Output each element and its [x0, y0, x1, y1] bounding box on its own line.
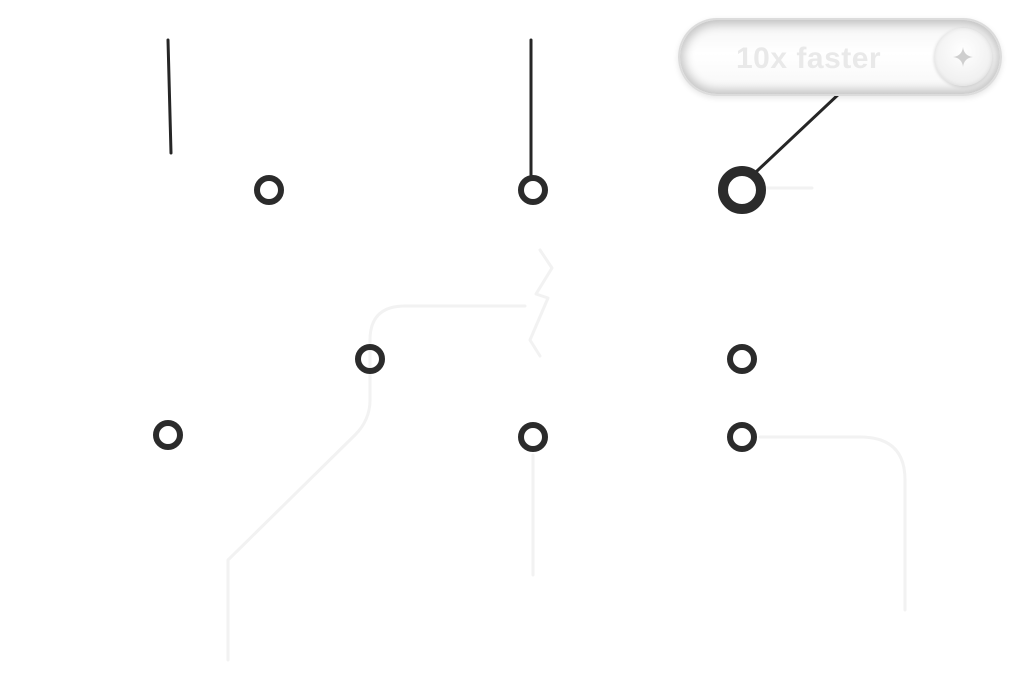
node-top-left	[254, 175, 284, 205]
node-bottom-center	[518, 422, 548, 452]
node-bottom-right	[727, 422, 757, 452]
trace-left-vertical	[166, 38, 173, 155]
faint-traces	[226, 186, 907, 662]
node-top-center	[518, 175, 548, 205]
faint-trace-bolt	[528, 248, 554, 358]
node-top-right-large	[718, 166, 766, 214]
node-bottom-left	[153, 420, 183, 450]
sparkle-icon	[934, 28, 992, 86]
node-middle-left	[355, 344, 385, 374]
faster-button[interactable]: 10x faster	[678, 18, 1002, 96]
faster-button-label: 10x faster	[736, 42, 882, 75]
node-middle-right	[727, 344, 757, 374]
nodes	[153, 166, 766, 452]
faint-trace-left	[226, 304, 527, 662]
faint-trace-bottom	[758, 435, 907, 612]
sparkle-icon-glyph	[953, 47, 973, 67]
